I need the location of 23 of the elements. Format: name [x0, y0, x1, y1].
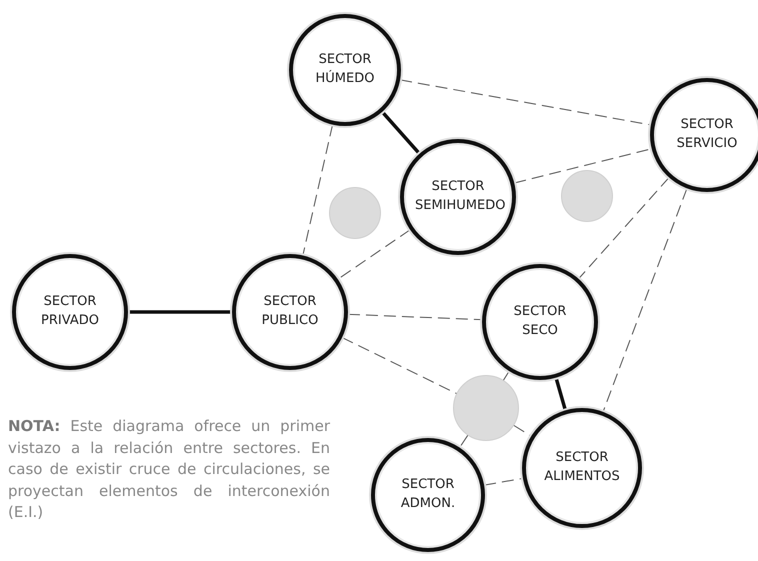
dashed-connector: [503, 370, 510, 381]
dashed-connector: [602, 188, 688, 412]
junction-circle: [561, 170, 613, 222]
sector-label: SECTOR SECO: [512, 303, 568, 340]
sector-label: SECTOR HÚMEDO: [314, 51, 376, 88]
dashed-connector: [400, 79, 652, 126]
dashed-connector: [484, 478, 524, 486]
sector-label: SECTOR SERVICIO: [676, 116, 738, 153]
note-text: NOTA: Este diagrama ofrece un primer vistazo a la relación entre sectores. En caso de existir cruce de circulaciones, se proyectan elementos de interconexión (E.I.): [8, 416, 330, 523]
dashed-connector: [342, 337, 457, 394]
connector-line: [128, 310, 232, 314]
dashed-connector: [302, 124, 334, 256]
sector-label: SECTOR ALIMENTOS: [543, 449, 621, 486]
sector-label: SECTOR ADMON.: [400, 476, 456, 513]
dashed-connector: [459, 434, 468, 448]
dashed-connector: [578, 177, 670, 280]
junction-circle: [329, 187, 381, 239]
sector-label: SECTOR PRIVADO: [40, 293, 100, 330]
junction-circle: [453, 375, 519, 441]
dashed-connector: [347, 314, 483, 320]
sector-label: SECTOR PUBLICO: [260, 293, 320, 330]
connector-line: [380, 110, 421, 155]
connector-line: [554, 377, 568, 411]
